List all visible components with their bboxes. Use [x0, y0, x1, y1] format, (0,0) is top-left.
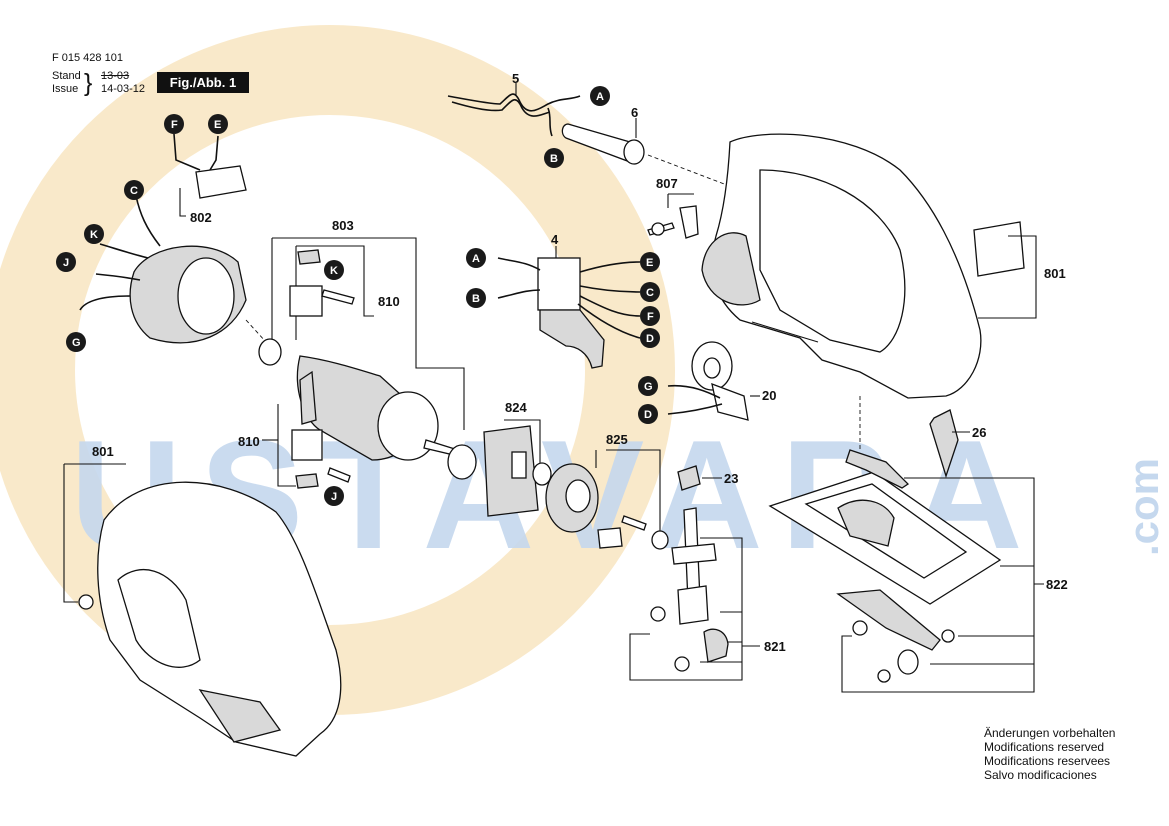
stand-date: 13-03: [101, 70, 130, 82]
part-label-824: 824: [505, 400, 527, 415]
marker-k-stator: K: [84, 224, 104, 244]
note-line: Salvo modificaciones: [984, 768, 1097, 782]
marker-g-stator: G: [66, 332, 86, 352]
part-801-bracket: [973, 221, 1037, 319]
part-810-brush-upper: [289, 245, 374, 340]
part-label-26: 26: [972, 425, 986, 440]
svg-text:D: D: [646, 333, 654, 345]
part-label-4: 4: [551, 232, 559, 247]
marker-a-top: A: [590, 86, 610, 106]
document-header: F 015 428 101 Stand Issue } 13-03 14-03-…: [0, 0, 300, 100]
figure-label: Fig./Abb. 1: [157, 72, 249, 93]
marker-a-switch: A: [466, 248, 486, 268]
part-label-822: 822: [1046, 577, 1068, 592]
part-824-plate: [483, 419, 552, 517]
part-label-807: 807: [656, 176, 678, 191]
svg-text:F: F: [647, 311, 654, 323]
part-stator: [79, 243, 267, 344]
part-825-gear: [545, 449, 669, 550]
svg-text:J: J: [331, 491, 337, 503]
marker-j-brush: J: [324, 486, 344, 506]
marker-d-switch: D: [640, 328, 660, 348]
part-label-825: 825: [606, 432, 628, 447]
part-label-5: 5: [512, 71, 519, 86]
part-821-plunger: [629, 507, 760, 681]
svg-text:C: C: [130, 185, 138, 197]
svg-text:C: C: [646, 287, 654, 299]
marker-c-switch: C: [640, 282, 660, 302]
part-803-armature: [258, 237, 477, 480]
svg-text:A: A: [596, 91, 604, 103]
svg-text:G: G: [644, 381, 653, 393]
issue-label: Issue: [52, 83, 79, 95]
part-4-switch: [497, 246, 641, 369]
part-label-821: 821: [764, 639, 786, 654]
svg-text:B: B: [550, 153, 558, 165]
issue-date: 14-03-12: [101, 83, 146, 95]
modification-notes: Änderungen vorbehalten Modifications res…: [984, 726, 1115, 782]
part-label-810-upper: 810: [378, 294, 400, 309]
stand-label: Stand: [52, 70, 81, 82]
note-line: Modifications reservees: [984, 754, 1111, 768]
part-20-speed-control: [667, 341, 760, 421]
part-label-801-right: 801: [1044, 266, 1066, 281]
part-label-23: 23: [724, 471, 738, 486]
marker-k-brush: K: [324, 260, 344, 280]
marker-e-switch: E: [640, 252, 660, 272]
watermark-suffix: .com: [1120, 458, 1167, 556]
housing-right-half: [701, 133, 982, 399]
svg-text:G: G: [72, 337, 81, 349]
connector-markers: A B F E C K J G K J A B E C F D G D: [56, 86, 660, 506]
housing-left-half: [63, 463, 342, 757]
brace-glyph: }: [84, 69, 93, 97]
part-label-803: 803: [332, 218, 354, 233]
marker-j-stator: J: [56, 252, 76, 272]
part-23-block: [677, 465, 722, 491]
note-line: Modifications reserved: [984, 740, 1105, 754]
part-6-roller: [561, 118, 741, 191]
part-label-6: 6: [631, 105, 638, 120]
marker-c-stator: C: [124, 180, 144, 200]
svg-text:F: F: [171, 119, 178, 131]
part-822-baseplate: [768, 396, 1044, 693]
marker-b-switch: B: [466, 288, 486, 308]
svg-text:B: B: [472, 293, 480, 305]
marker-f-cap: F: [164, 114, 184, 134]
doc-number: F 015 428 101: [52, 52, 123, 64]
part-label-810-lower: 810: [238, 434, 260, 449]
part-label-20: 20: [762, 388, 776, 403]
part-label-802: 802: [190, 210, 212, 225]
svg-text:K: K: [330, 265, 338, 277]
note-line: Änderungen vorbehalten: [984, 726, 1116, 740]
part-802-capacitor: [135, 133, 247, 247]
part-810-brush-lower: [262, 404, 351, 489]
part-5-wire-clip: [447, 83, 581, 137]
svg-text:A: A: [472, 253, 480, 265]
svg-text:E: E: [214, 119, 221, 131]
svg-text:J: J: [63, 257, 69, 269]
marker-g-speed: G: [638, 376, 658, 396]
svg-text:K: K: [90, 229, 98, 241]
marker-f-switch: F: [640, 306, 660, 326]
part-26-hook: [929, 409, 970, 479]
marker-d-speed: D: [638, 404, 658, 424]
marker-b-top: B: [544, 148, 564, 168]
part-label-801-left: 801: [92, 444, 114, 459]
marker-e-cap: E: [208, 114, 228, 134]
svg-text:D: D: [644, 409, 652, 421]
part-807-screw-clip: [647, 193, 699, 239]
svg-text:E: E: [646, 257, 653, 269]
